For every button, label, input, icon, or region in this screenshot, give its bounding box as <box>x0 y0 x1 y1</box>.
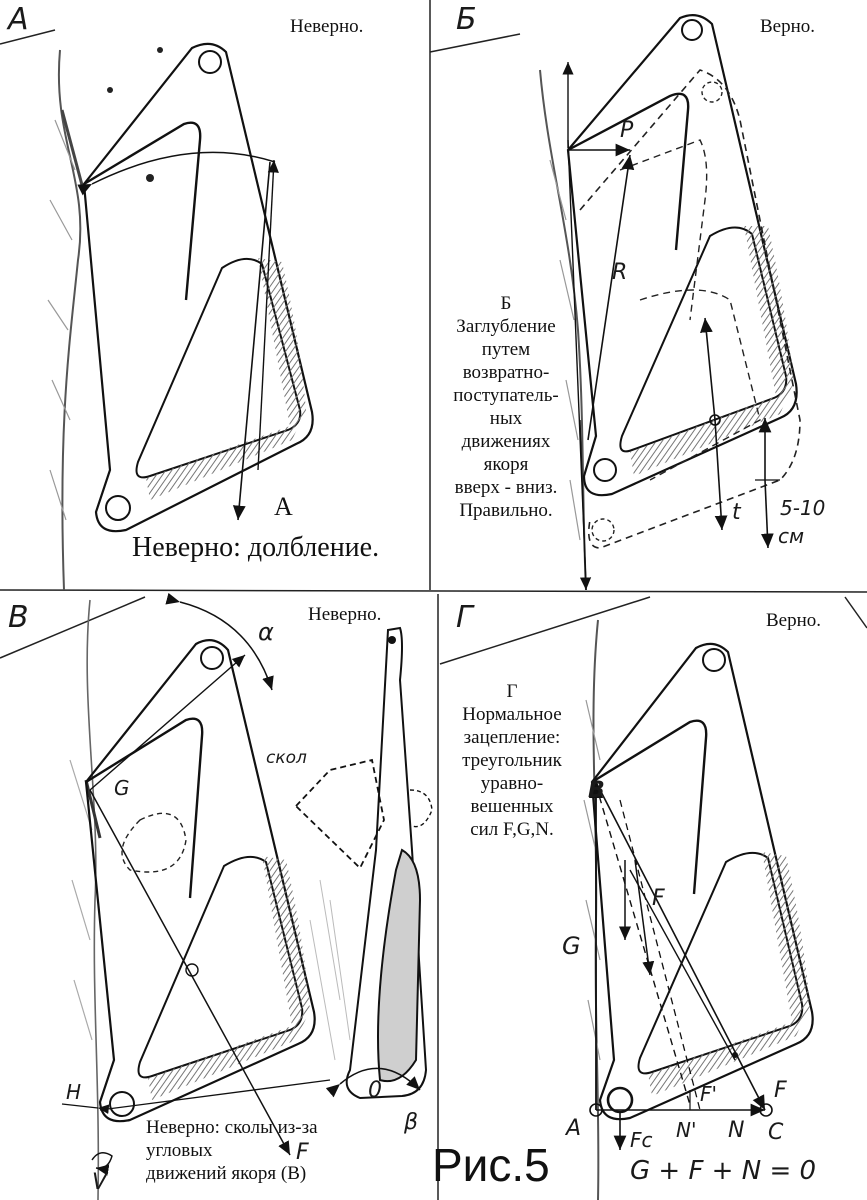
panel-g-label-nprime: N' <box>676 1118 697 1142</box>
panel-g-label-g: G <box>562 932 581 960</box>
panel-a-verdict: Неверно. <box>290 16 364 37</box>
panel-b-drawing <box>539 13 801 591</box>
panel-v-letter: В <box>8 600 29 635</box>
anchor-a <box>82 42 314 533</box>
panel-v-drawing <box>61 592 433 1200</box>
panel-g-drawing <box>583 619 814 1200</box>
force-equation: G + F + N = 0 <box>630 1156 817 1186</box>
panel-v-label-alpha: α <box>258 618 274 646</box>
panel-a-drawing <box>47 42 314 591</box>
panel-v-label-chip: скол <box>266 748 307 768</box>
panel-b-label-t: t <box>732 500 741 525</box>
panel-b-label-depth: 5-10 <box>780 496 826 520</box>
panel-v-label-beta: β <box>404 1110 419 1135</box>
panel-g-label-fc: Fc <box>630 1128 653 1152</box>
panel-v-label-zero: 0 <box>368 1078 382 1103</box>
panel-g-label-f: F <box>652 886 665 911</box>
panel-g-label-f-right: F <box>774 1078 787 1103</box>
panel-v-label-f: F <box>296 1140 309 1165</box>
panel-v-label-h: H <box>66 1080 82 1104</box>
panel-a-center-label: А <box>274 492 293 521</box>
panel-g-label-n: N <box>728 1118 745 1143</box>
panel-b-label-unit: см <box>778 524 805 548</box>
panel-g-label-fprime: F' <box>700 1082 718 1106</box>
figure-caption: Рис.5 <box>432 1139 550 1191</box>
panel-g-label-b: B <box>588 778 605 803</box>
panel-b-note: Б Заглубление путем возвратно- поступате… <box>453 293 559 521</box>
panel-v-caption: Неверно: сколы из-за угловых движений як… <box>146 1117 318 1184</box>
panel-g-label-a: A <box>566 1116 582 1141</box>
anchor-g <box>590 642 814 1121</box>
anchor-side-view <box>294 626 433 1100</box>
panel-b-label-p: P <box>620 118 634 143</box>
panel-g-note: Г Нормальное зацепление: треугольник ура… <box>462 681 562 840</box>
panel-v-verdict: Неверно. <box>308 604 382 625</box>
panel-g-letter: Г <box>456 600 473 635</box>
panel-v-label-v: V <box>92 1170 108 1195</box>
rock-face-a <box>57 49 82 591</box>
panel-a-letter: А <box>8 2 29 37</box>
panel-b-letter: Б <box>456 2 477 37</box>
panel-b-label-r: R <box>612 260 628 285</box>
panel-b-verdict: Верно. <box>760 16 816 37</box>
panel-g-label-c: C <box>768 1120 784 1145</box>
anchor-v <box>84 639 316 1123</box>
rock-face-v <box>86 599 100 1200</box>
panel-a-caption: Неверно: долбление. <box>132 532 380 563</box>
panel-v-label-g: G <box>114 776 130 800</box>
panel-g-verdict: Верно. <box>766 610 822 631</box>
anchor-b <box>566 13 798 497</box>
